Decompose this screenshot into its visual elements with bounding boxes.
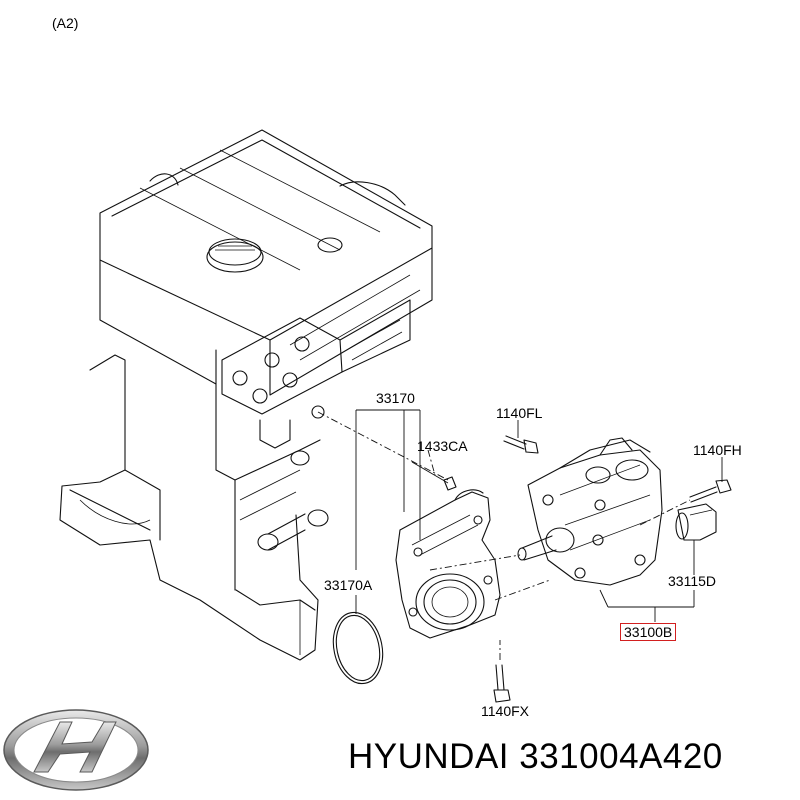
part-label-1140fh[interactable]: 1140FH bbox=[693, 442, 742, 458]
part-label-1433ca[interactable]: 1433CA bbox=[417, 438, 468, 454]
part-label-1140fx[interactable]: 1140FX bbox=[481, 703, 529, 719]
part-label-33100b-highlighted[interactable]: 33100B bbox=[620, 623, 677, 641]
bolt-1140fl-drawing bbox=[503, 435, 539, 454]
part-label-33170a[interactable]: 33170A bbox=[324, 577, 373, 593]
engine-block-drawing bbox=[59, 129, 433, 661]
hyundai-logo bbox=[3, 709, 149, 791]
o-ring-drawing bbox=[332, 611, 384, 685]
part-label-33115d[interactable]: 33115D bbox=[668, 573, 717, 589]
fuel-pump-drawing bbox=[517, 437, 663, 586]
metering-valve-drawing bbox=[675, 503, 717, 541]
pump-housing-drawing bbox=[395, 476, 501, 639]
part-label-33170[interactable]: 33170 bbox=[376, 390, 415, 406]
bolt-1140fx-drawing bbox=[493, 664, 511, 703]
part-number-caption: HYUNDAI 331004A420 bbox=[348, 737, 723, 776]
leader-lines bbox=[355, 409, 723, 622]
view-code-label: (A2) bbox=[52, 15, 79, 31]
bolt-1140fh-drawing bbox=[689, 479, 732, 503]
part-label-1140fl[interactable]: 1140FL bbox=[496, 405, 543, 421]
